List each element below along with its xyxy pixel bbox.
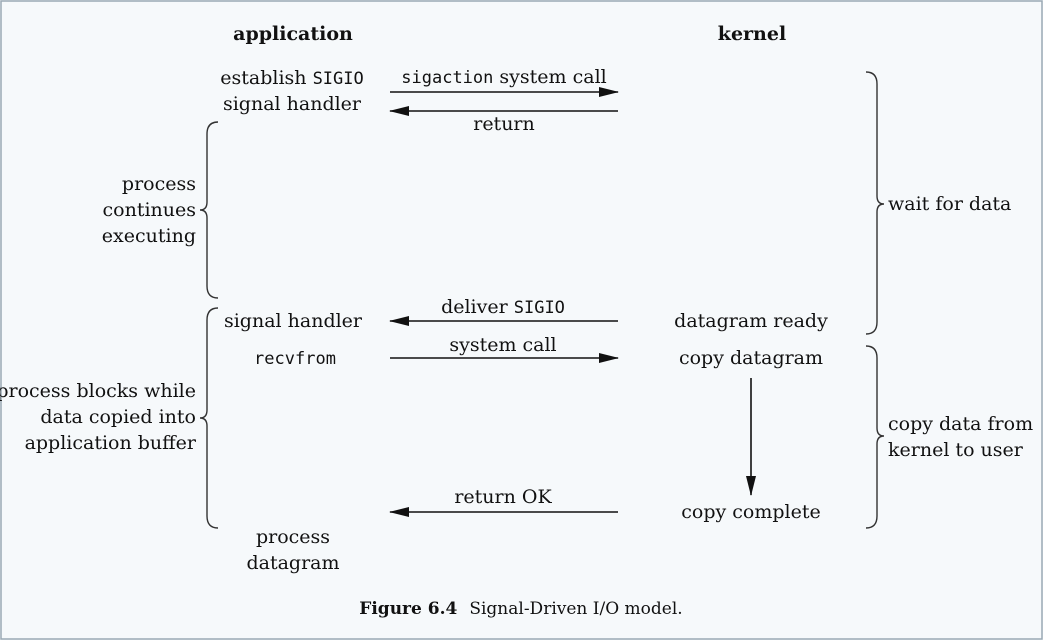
copy-data-line-2: kernel to user (888, 439, 1024, 461)
process-blocks-line-2: data copied into (40, 406, 196, 428)
signal-handler-label: signal handler (223, 93, 362, 115)
copy-data-line-1: copy data from (888, 413, 1033, 435)
process-continues-brace (199, 121, 219, 299)
return-ok-label: return OK (454, 486, 552, 508)
wait-for-data-brace (865, 71, 885, 335)
deliver-sigio-label: deliver SIGIO (441, 296, 565, 318)
process-datagram-line-1: process (256, 526, 330, 548)
deliver-text: deliver (441, 296, 514, 318)
copy-complete-label: copy complete (681, 501, 820, 523)
deliver-sigio-code: SIGIO (514, 298, 565, 318)
wait-for-data-label: wait for data (888, 193, 1011, 215)
process-datagram-line-2: datagram (246, 552, 339, 574)
system-call-label: system call (449, 334, 556, 356)
process-continues-line-3: executing (102, 225, 196, 247)
process-blocks-brace (199, 307, 219, 529)
figure-number: Figure 6.4 (359, 599, 457, 619)
process-blocks-line-1: process blocks while (0, 380, 196, 402)
datagram-ready-label: datagram ready (674, 310, 828, 332)
copy-data-brace (865, 345, 885, 529)
process-blocks-line-3: application buffer (25, 432, 197, 454)
sigaction-code: sigaction (401, 68, 493, 88)
sigaction-label: sigaction system call (401, 66, 606, 88)
establish-text: establish (220, 67, 312, 89)
establish-sigio-label: establish SIGIO (220, 67, 364, 89)
signal-handler-2-label: signal handler (224, 310, 363, 332)
figure-caption: Figure 6.4 Signal-Driven I/O model. (359, 599, 682, 619)
figure-title: Signal-Driven I/O model. (469, 599, 682, 619)
recvfrom-label: recvfrom (254, 349, 336, 369)
system-call-text: system call (493, 66, 606, 88)
return-label: return (473, 113, 535, 135)
kernel-header: kernel (718, 23, 786, 45)
copy-datagram-label: copy datagram (679, 347, 823, 369)
sigio-code: SIGIO (313, 69, 364, 89)
process-continues-line-1: process (122, 173, 196, 195)
application-header: application (233, 23, 353, 45)
process-continues-line-2: continues (103, 199, 197, 221)
